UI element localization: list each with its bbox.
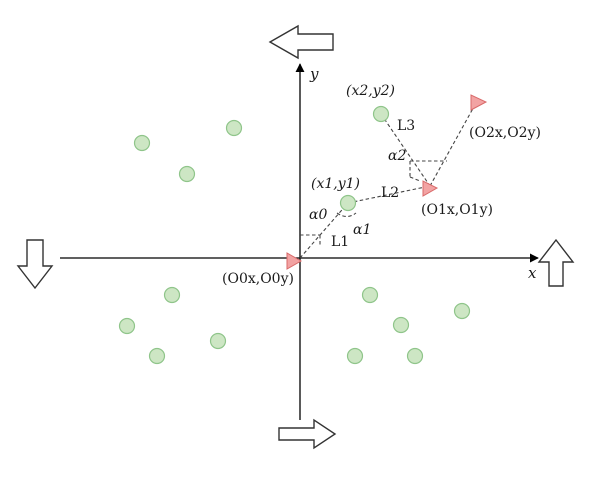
target-points (118, 105, 471, 365)
alpha1-label: α1 (353, 222, 371, 238)
up-arrow-icon (537, 238, 575, 287)
x-axis-label: x (528, 264, 537, 282)
left-arrow-icon (268, 24, 334, 60)
o1-label: (O1x,O1y) (421, 202, 493, 218)
link-line-l2 (347, 185, 431, 204)
robot-markers (286, 94, 488, 270)
target-point (406, 347, 424, 365)
target-point (453, 302, 471, 320)
alpha2-guide (409, 160, 447, 182)
origin-label: (O0x,O0y) (222, 271, 294, 287)
l1-label: L1 (331, 234, 349, 250)
alpha2-label: α2 (388, 148, 406, 164)
l3-label: L3 (397, 118, 415, 134)
p2-label: (x2,y2) (346, 83, 395, 99)
right-arrow-icon (278, 418, 337, 450)
target-point (339, 194, 357, 212)
link-line-o1-o2 (429, 102, 477, 187)
target-point (372, 105, 390, 123)
target-point (392, 316, 410, 334)
o2-label: (O2x,O2y) (469, 125, 541, 141)
robot-triangle-o0 (286, 252, 303, 270)
robot-triangle-o1 (422, 180, 439, 197)
target-point (361, 286, 379, 304)
target-point (163, 286, 181, 304)
target-point (148, 347, 166, 365)
target-point (178, 165, 196, 183)
y-axis-label: y (309, 65, 319, 83)
target-point (209, 332, 227, 350)
target-point (133, 134, 151, 152)
alpha1-arc (336, 212, 357, 218)
target-point (118, 317, 136, 335)
p1-label: (x1,y1) (311, 176, 360, 192)
robot-triangle-o2 (470, 94, 488, 111)
target-point (346, 347, 364, 365)
link-line-l1 (299, 202, 349, 259)
alpha0-label: α0 (309, 207, 327, 223)
target-point (225, 119, 243, 137)
down-arrow-icon (16, 239, 54, 290)
l2-label: L2 (381, 185, 399, 201)
link-line-l3 (380, 113, 431, 187)
